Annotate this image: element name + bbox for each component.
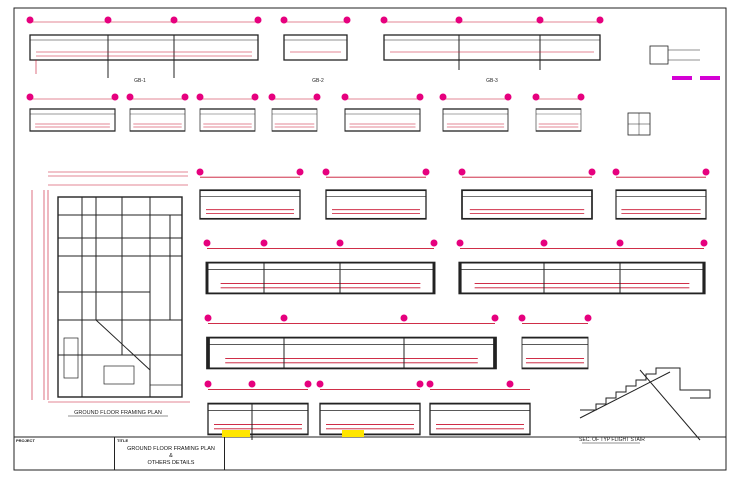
beam-row-6 (204, 380, 531, 440)
svg-text:GB-2: GB-2 (312, 78, 324, 84)
beam-gb-2-group: GB-2 (280, 16, 351, 84)
highlight-box (222, 430, 250, 437)
beam-row-4 (203, 239, 708, 295)
svg-text:GB-3: GB-3 (486, 78, 498, 84)
beam-row-3 (196, 168, 710, 220)
beam-row-2 (26, 93, 651, 136)
drawing-title-line-1: GROUND FLOOR FRAMING PLAN (127, 446, 215, 452)
ground-floor-framing-plan: GROUND FLOOR FRAMING PLAN (31, 171, 190, 417)
beam-gb-3-group: GB-3 (380, 16, 604, 84)
stair-section-title: SEC. OF TYP FLIGHT STAIR (579, 437, 645, 443)
drawing-title-line-3: OTHERS DETAILS (147, 460, 195, 466)
drawing-title: GROUND FLOOR FRAMING PLAN & OTHERS DETAI… (119, 446, 223, 467)
beam-section-details (649, 45, 720, 80)
sheet-border (13, 7, 727, 471)
title-block: PROJECT TITLE GROUND FLOOR FRAMING PLAN … (14, 437, 726, 470)
beam-gb-1-group: GB-1 (26, 16, 262, 84)
project-cell: PROJECT (14, 437, 115, 470)
title-cell: TITLE GROUND FLOOR FRAMING PLAN & OTHERS… (115, 437, 225, 470)
svg-text:GB-1: GB-1 (134, 78, 146, 84)
drawing-title-line-2: & (169, 453, 173, 459)
main-plan-title: GROUND FLOOR FRAMING PLAN (74, 410, 162, 416)
highlight-box (342, 430, 364, 437)
stair-section: SEC. OF TYP FLIGHT STAIR (579, 367, 711, 444)
project-label: PROJECT (16, 438, 35, 443)
beam-row-5 (204, 314, 592, 371)
title-label: TITLE (117, 438, 129, 443)
